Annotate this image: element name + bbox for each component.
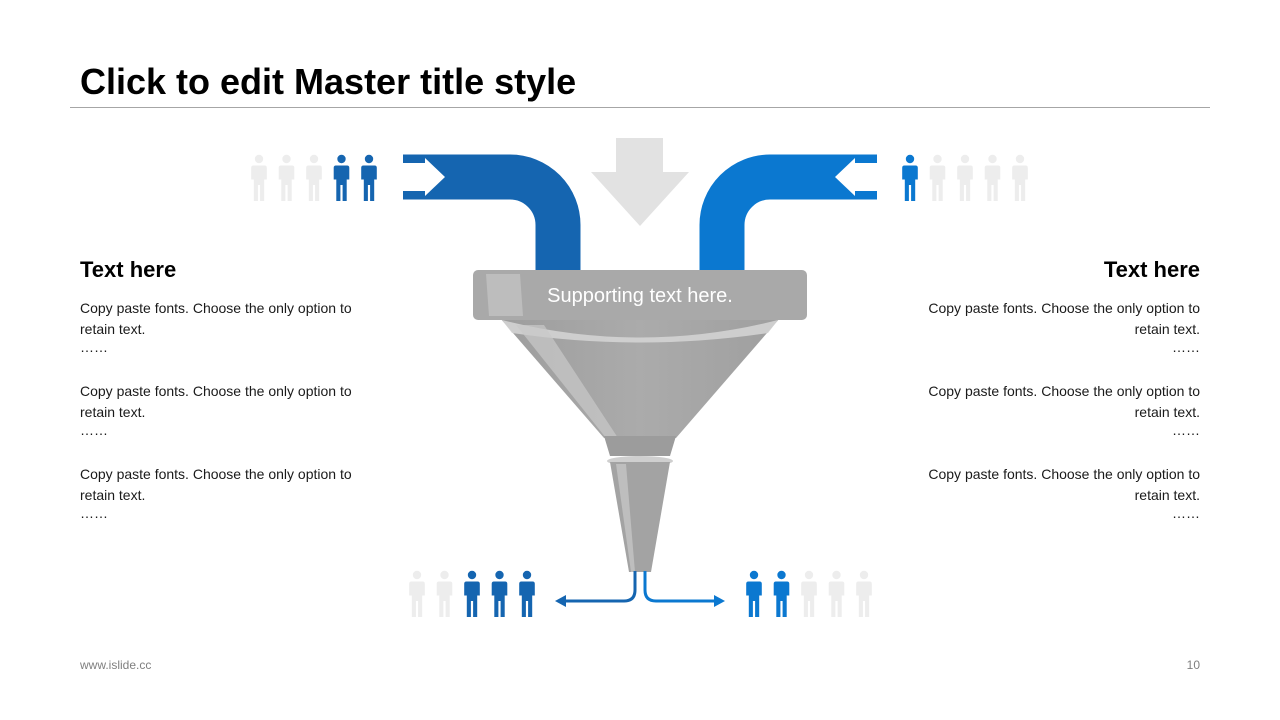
paragraph-ellipsis: …… xyxy=(80,505,108,521)
person-icon xyxy=(856,570,872,617)
person-icon xyxy=(902,154,918,201)
title-divider xyxy=(70,107,1210,108)
left-text-column: Text here Copy paste fonts. Choose the o… xyxy=(80,256,370,547)
center-down-arrow xyxy=(591,138,689,226)
person-icon xyxy=(957,154,973,201)
funnel: Supporting text here. xyxy=(473,270,807,572)
person-icon xyxy=(464,570,480,617)
person-icon xyxy=(278,154,295,201)
person-icon xyxy=(773,570,790,617)
people-top-left xyxy=(251,154,377,201)
person-icon xyxy=(801,570,817,617)
person-icon xyxy=(361,154,377,201)
person-icon xyxy=(929,154,946,201)
output-split-arrows xyxy=(555,571,725,607)
person-icon xyxy=(333,154,350,201)
left-arrow-icon xyxy=(835,158,877,196)
slide-title: Click to edit Master title style xyxy=(80,61,577,102)
people-bottom-left xyxy=(409,570,535,617)
right-input-pipe xyxy=(699,154,877,276)
person-icon xyxy=(519,570,535,617)
right-paragraph-3: Copy paste fonts. Choose the only option… xyxy=(910,464,1200,521)
person-icon xyxy=(251,154,267,201)
funnel-supporting-text: Supporting text here. xyxy=(547,285,733,307)
right-arrow-icon xyxy=(403,158,445,196)
paragraph-text: Copy paste fonts. Choose the only option… xyxy=(80,300,352,337)
person-icon xyxy=(984,154,1001,201)
right-text-column: Text here Copy paste fonts. Choose the o… xyxy=(910,256,1200,547)
person-icon xyxy=(1012,154,1028,201)
right-paragraph-2: Copy paste fonts. Choose the only option… xyxy=(910,381,1200,438)
people-top-right xyxy=(902,154,1028,201)
footer-url: www.islide.cc xyxy=(80,658,152,672)
left-paragraph-1: Copy paste fonts. Choose the only option… xyxy=(80,298,370,355)
paragraph-text: Copy paste fonts. Choose the only option… xyxy=(80,383,352,420)
person-icon xyxy=(828,570,845,617)
people-bottom-right xyxy=(746,570,872,617)
left-input-pipe xyxy=(403,154,581,276)
left-output-arrowhead xyxy=(555,595,566,607)
paragraph-text: Copy paste fonts. Choose the only option… xyxy=(928,300,1200,337)
left-column-heading: Text here xyxy=(80,257,177,282)
person-icon xyxy=(746,570,762,617)
paragraph-text: Copy paste fonts. Choose the only option… xyxy=(80,466,352,503)
person-icon xyxy=(409,570,425,617)
person-icon xyxy=(436,570,453,617)
person-icon xyxy=(306,154,322,201)
page-number: 10 xyxy=(1186,658,1200,672)
paragraph-text: Copy paste fonts. Choose the only option… xyxy=(928,466,1200,503)
right-paragraph-1: Copy paste fonts. Choose the only option… xyxy=(910,298,1200,355)
left-paragraph-3: Copy paste fonts. Choose the only option… xyxy=(80,464,370,521)
paragraph-ellipsis: …… xyxy=(1172,339,1200,355)
right-column-heading: Text here xyxy=(1103,257,1200,282)
paragraph-ellipsis: …… xyxy=(1172,505,1200,521)
paragraph-ellipsis: …… xyxy=(1172,422,1200,438)
paragraph-ellipsis: …… xyxy=(80,339,108,355)
paragraph-ellipsis: …… xyxy=(80,422,108,438)
right-output-arrowhead xyxy=(714,595,725,607)
paragraph-text: Copy paste fonts. Choose the only option… xyxy=(928,383,1200,420)
person-icon xyxy=(491,570,508,617)
left-paragraph-2: Copy paste fonts. Choose the only option… xyxy=(80,381,370,438)
